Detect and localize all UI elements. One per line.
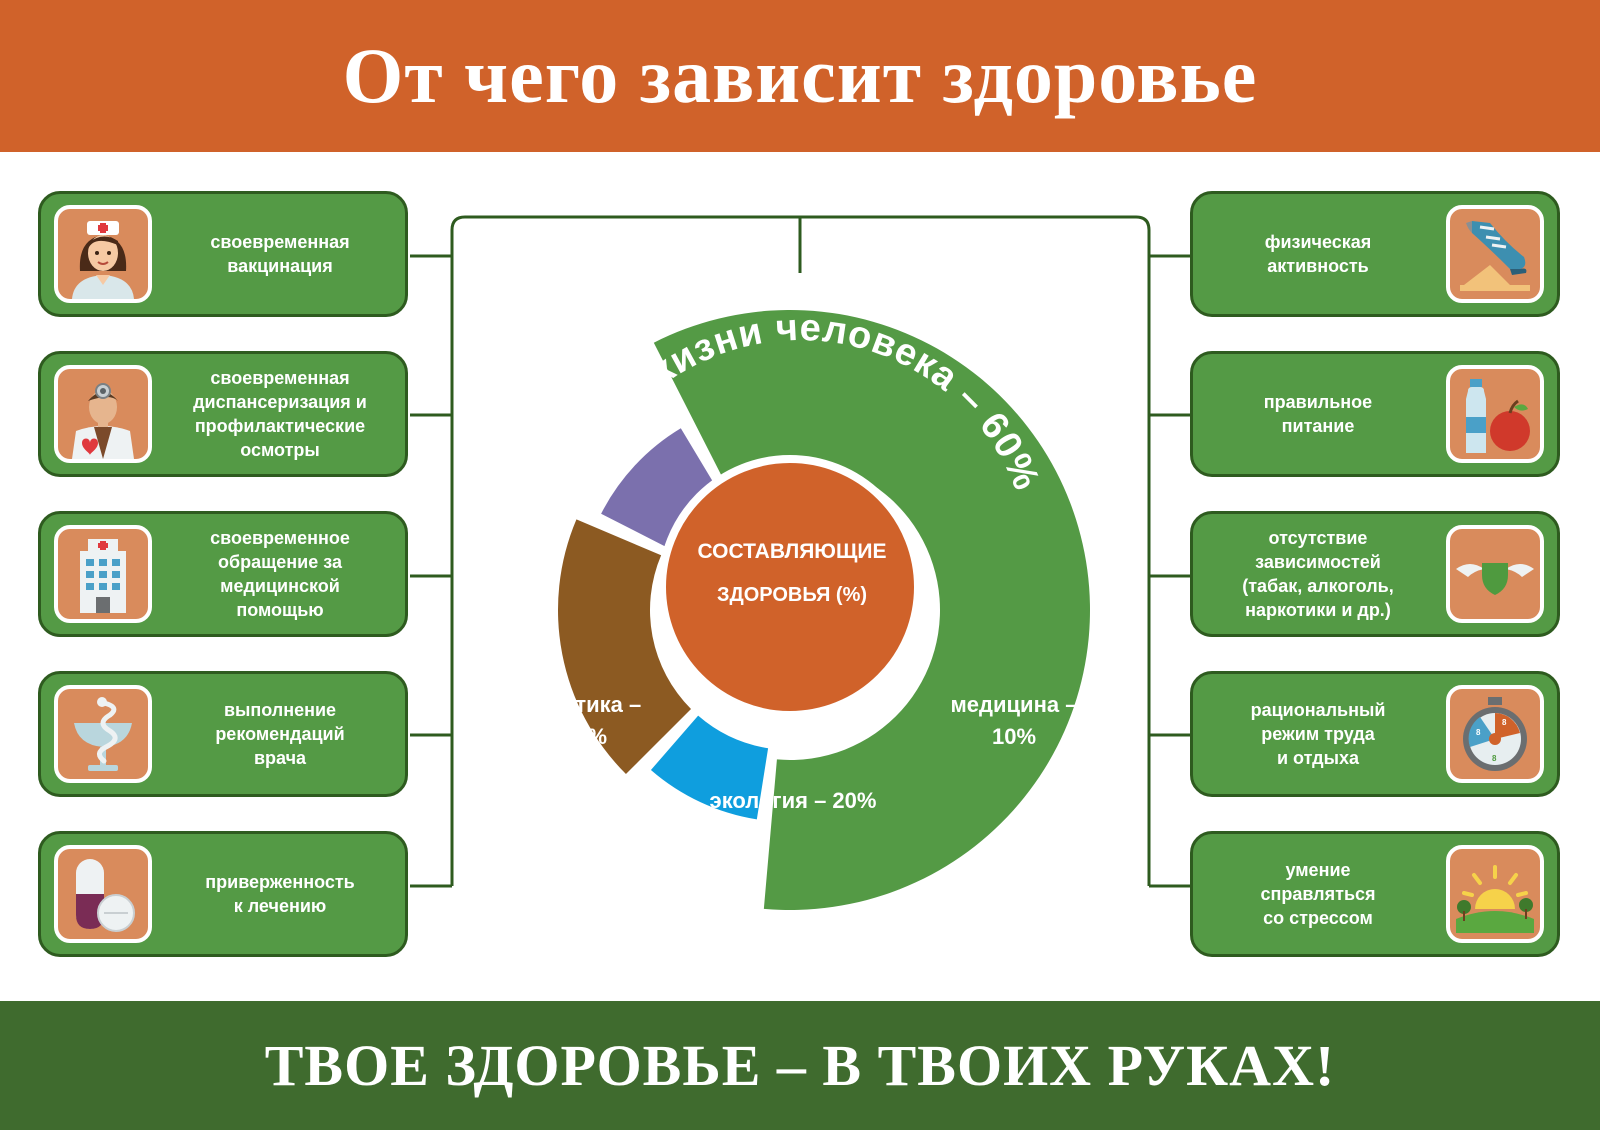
card-text-line: питание (1281, 416, 1355, 436)
card-physical-activity: физическая активность (1190, 191, 1560, 317)
card-vaccination-label: своевременная вакцинация (163, 194, 397, 314)
card-nutrition-label: правильное питание (1201, 354, 1435, 474)
connector-lines (410, 215, 1190, 888)
header-banner: От чего зависит здоровье (0, 0, 1600, 152)
card-recommendations-label: выполнение рекомендаций врача (163, 674, 397, 794)
footer-slogan: ТВОЕ ЗДОРОВЬЕ – В ТВОИХ РУКАХ! (264, 1033, 1336, 1098)
card-medical-help: своевременное обращение за медицинской помо… (38, 511, 408, 637)
card-text-line: своевременное (210, 528, 350, 548)
card-adherence-label: приверженность к лечению (163, 834, 397, 954)
medicine-label-line2: 10% (992, 724, 1036, 749)
card-text-line: наркотики и др.) (1245, 600, 1391, 620)
card-text-line: осмотры (240, 440, 320, 460)
footer-banner: ТВОЕ ЗДОРОВЬЕ – В ТВОИХ РУКАХ! (0, 1001, 1600, 1130)
card-text-line: рекомендаций (215, 724, 345, 744)
card-text-line: (табак, алкоголь, (1242, 576, 1394, 596)
card-recommendations: выполнение рекомендаций врача (38, 671, 408, 797)
card-text-line: рациональный (1250, 700, 1386, 720)
card-stress-label: умение справляться со стрессом (1201, 834, 1435, 954)
card-work-rest-label: рациональный режим труда и отдыха (1201, 674, 1435, 794)
card-no-addictions-label: отсутствие зависимостей (табак, алкоголь, н… (1201, 514, 1435, 634)
card-vaccination: своевременная вакцинация (38, 191, 408, 317)
card-text-line: диспансеризация и (193, 392, 367, 412)
card-text-line: помощью (236, 600, 324, 620)
svg-text:8: 8 (1492, 754, 1497, 763)
medicine-bowl-icon (54, 685, 152, 783)
card-text-line: обращение за (217, 552, 342, 572)
pills-icon (54, 845, 152, 943)
card-physical-activity-label: физическая активность (1201, 194, 1435, 314)
card-text-line: и отдыха (1276, 748, 1359, 768)
card-text-line: правильное (1263, 392, 1373, 412)
card-text-line: вакцинация (227, 256, 333, 276)
ecology-label: экология – 20% (710, 788, 877, 813)
winged-shield-icon (1446, 525, 1544, 623)
sneaker-icon (1446, 205, 1544, 303)
card-text-line: своевременная (210, 232, 350, 252)
card-nutrition: правильное питание (1190, 351, 1560, 477)
card-checkups: своевременная диспансеризация и профилакти… (38, 351, 408, 477)
card-work-rest: 8 8 8 рациональный режим труда и отдыха (1190, 671, 1560, 797)
water-apple-icon (1446, 365, 1544, 463)
card-text-line: справляться (1260, 884, 1376, 904)
genetics-label-line2: 10% (563, 724, 607, 749)
card-text-line: врача (253, 748, 307, 768)
card-text-line: режим труда (1261, 724, 1375, 744)
sunrise-icon (1446, 845, 1544, 943)
clock-icon: 8 8 8 (1446, 685, 1544, 783)
center-circle (658, 455, 922, 719)
genetics-label-line1: генетика – (529, 692, 642, 717)
card-text-line: своевременная (210, 368, 350, 388)
card-text-line: медицинской (220, 576, 340, 596)
svg-text:8: 8 (1502, 718, 1507, 727)
svg-text:8: 8 (1476, 728, 1481, 737)
card-text-line: выполнение (223, 700, 337, 720)
card-text-line: активность (1267, 256, 1369, 276)
card-stress: умение справляться со стрессом (1190, 831, 1560, 957)
doctor-icon (54, 365, 152, 463)
card-text-line: физическая (1264, 232, 1372, 252)
card-no-addictions: отсутствие зависимостей (табак, алкоголь, н… (1190, 511, 1560, 637)
card-text-line: приверженность (205, 872, 355, 892)
card-text-line: к лечению (233, 896, 327, 916)
genetics-sector (601, 428, 718, 547)
nurse-icon (54, 205, 152, 303)
card-text-line: профилактические (194, 416, 366, 436)
card-text-line: зависимостей (1255, 552, 1381, 572)
card-checkups-label: своевременная диспансеризация и профилакти… (163, 354, 397, 474)
hospital-icon (54, 525, 152, 623)
medicine-sector (650, 715, 769, 820)
card-text-line: отсутствие (1268, 528, 1368, 548)
ecology-sector (558, 519, 692, 775)
card-medical-help-label: своевременное обращение за медицинской помо… (163, 514, 397, 634)
center-title-line2: ЗДОРОВЬЯ (%) (717, 584, 867, 606)
page-title: От чего зависит здоровье (342, 32, 1258, 119)
card-adherence: приверженность к лечению (38, 831, 408, 957)
card-text-line: со стрессом (1263, 908, 1373, 928)
center-title-line1: СОСТАВЛЯЮЩИЕ (698, 540, 887, 563)
card-text-line: умение (1285, 860, 1351, 880)
medicine-label-line1: медицина – (951, 692, 1078, 717)
